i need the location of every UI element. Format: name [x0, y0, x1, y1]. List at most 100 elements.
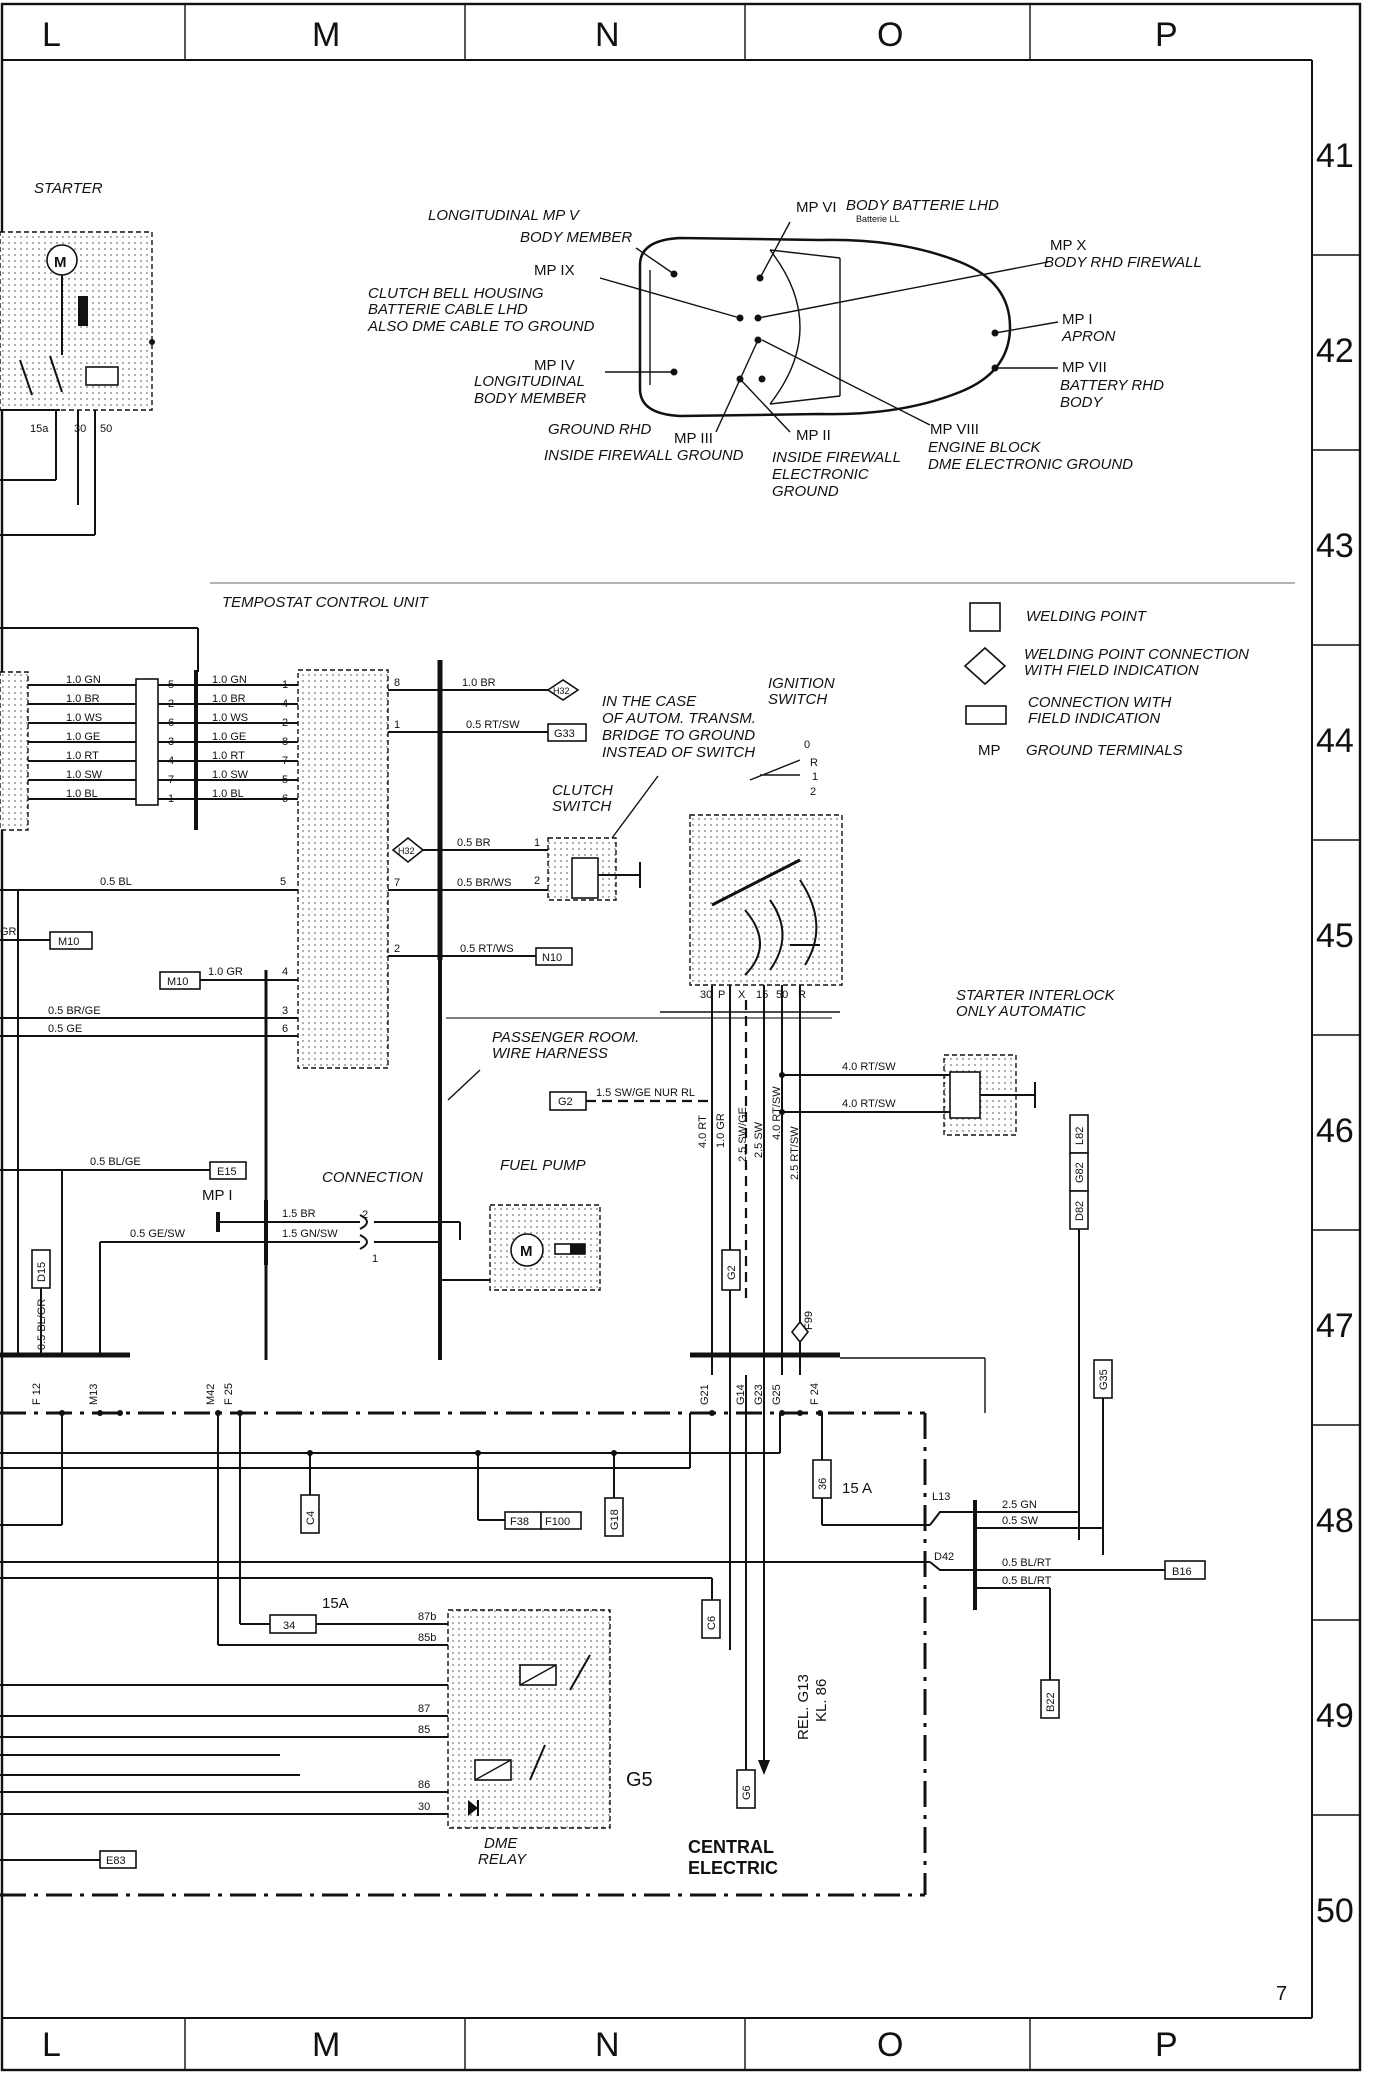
connector-b16-label: B16: [1172, 1566, 1192, 1578]
wire-blrt-b: 0.5 BL/RT: [1002, 1575, 1052, 1587]
autom-note-3: BRIDGE TO GROUND: [602, 727, 755, 744]
grid-col-n-bottom: N: [595, 2026, 620, 2064]
bundle-pin-6: 1: [168, 793, 174, 805]
tempostat-pin-3: 3: [282, 1005, 288, 1017]
wire-25gn: 2.5 GN: [1002, 1499, 1037, 1511]
legend-connection-1: CONNECTION WITH: [1028, 694, 1171, 711]
ign-pos-2: 2: [810, 786, 816, 798]
dme-relay: 87b 85b 87 85 86 30 E83 DME RELAY G5 CEN…: [0, 1609, 778, 1878]
wire-g2: 1.5 SW/GE NUR RL: [596, 1087, 695, 1099]
wire-05blgr: 0.5 BL/GR: [36, 1299, 48, 1350]
car-ground-locator: LONGITUDINAL MP V BODY MEMBER MP VI BODY…: [367, 197, 1202, 500]
bundle-left-2: 1.0 WS: [66, 712, 102, 724]
mp1-label: MP I: [1062, 311, 1093, 328]
connector-h32-a-label: H32: [553, 686, 570, 696]
ign-pos-r: R: [810, 757, 818, 769]
connector-g18-label: G18: [609, 1509, 621, 1530]
bundle-left-3: 1.0 GE: [66, 731, 100, 743]
starter-term-30: 30: [74, 423, 86, 435]
wire-05rtws: 0.5 RT/WS: [460, 943, 514, 955]
wire-05brws: 0.5 BR/WS: [457, 877, 511, 889]
ign-pos-1: 1: [812, 771, 818, 783]
wire-25rtsw: 2.5 RT/SW: [789, 1126, 801, 1180]
ign-term-r: R: [798, 989, 806, 1001]
connector-g2-v-label: G2: [726, 1265, 738, 1280]
bundle-left-5: 1.0 SW: [66, 769, 103, 781]
bundle-pin-5: 7: [168, 774, 174, 786]
wire-05blge: 0.5 BL/GE: [90, 1156, 141, 1168]
mp5-desc: BODY MEMBER: [520, 229, 632, 246]
wire-05sw: 0.5 SW: [1002, 1515, 1039, 1527]
mp6-desc: BODY BATTERIE LHD: [846, 197, 999, 214]
mp4-desc-2: BODY MEMBER: [474, 390, 586, 407]
grid-col-o: O: [877, 16, 903, 54]
central-electric-2: ELECTRIC: [688, 1858, 778, 1878]
wire-05br: 0.5 BR: [457, 837, 491, 849]
connector-g2-label: G2: [558, 1096, 573, 1108]
mp3-label: MP III: [674, 430, 713, 447]
mp10-label: MP X: [1050, 237, 1086, 254]
bundle-left-1: 1.0 BR: [66, 693, 100, 705]
ign-term-30: 30: [700, 989, 712, 1001]
wire-interlock-b: 4.0 RT/SW: [842, 1098, 896, 1110]
connector-g2-v: [721, 1249, 741, 1291]
car-outline-icon: [638, 236, 1012, 418]
wire-gr: GR: [0, 926, 17, 938]
mp7-desc-1: BATTERY RHD: [1060, 377, 1164, 394]
grid-row-44: 44: [1316, 722, 1354, 760]
bus-g21: G21: [699, 1384, 711, 1405]
mp1-desc: APRON: [1061, 328, 1116, 345]
relay-pin-30: 30: [418, 1801, 430, 1813]
legend-connection-2: FIELD INDICATION: [1028, 710, 1160, 727]
connector-d15-label: D15: [36, 1262, 48, 1282]
page-number: 7: [1276, 1983, 1287, 2005]
autom-note-1: IN THE CASE: [602, 693, 697, 710]
grid-row-50: 50: [1316, 1892, 1354, 1930]
connector-c4: [300, 1494, 320, 1534]
starter-solenoid: [85, 366, 119, 386]
relay-pin-87: 87: [418, 1703, 430, 1715]
bundle-right-3: 1.0 GE: [212, 731, 246, 743]
wire-05gesw: 0.5 GE/SW: [130, 1228, 186, 1240]
legend-welding-conn-2: WITH FIELD INDICATION: [1024, 662, 1199, 679]
rel-g13-1: REL. G13: [795, 1674, 812, 1740]
bundle-pin-1: 2: [168, 698, 174, 710]
ign-term-15: 15: [756, 989, 768, 1001]
mp10-desc: BODY RHD FIREWALL: [1044, 254, 1202, 271]
tempostat-label: TEMPOSTAT CONTROL UNIT: [222, 594, 430, 611]
ignition-switch-body: [689, 814, 843, 986]
mp9-label: MP IX: [534, 262, 575, 279]
pin-d42: D42: [934, 1551, 954, 1563]
interlock-label-1: STARTER INTERLOCK: [956, 987, 1116, 1004]
bus-m13: M13: [88, 1384, 100, 1405]
fuse-36-label: 36: [817, 1478, 829, 1490]
clutch-pin-2: 2: [534, 875, 540, 887]
svg-text:M: M: [54, 254, 67, 271]
bus-f25: F 25: [223, 1383, 235, 1405]
dme-relay-label-2: RELAY: [478, 1851, 527, 1868]
tempostat-pin-1: 1: [394, 719, 400, 731]
wire-05bl: 0.5 BL: [100, 876, 132, 888]
conn-pin-2: 2: [362, 1209, 368, 1221]
connector-b22: [1040, 1679, 1060, 1719]
mp3-desc: INSIDE FIREWALL GROUND: [544, 447, 744, 464]
wire-40rt: 4.0 RT: [697, 1115, 709, 1148]
legend-diamond-icon: [963, 646, 1007, 686]
grid-column-labels-bottom: L M N O P: [42, 2026, 1178, 2064]
wire-10gr-v: 1.0 GR: [715, 1113, 727, 1148]
wire-10gr: 1.0 GR: [208, 966, 243, 978]
bus-f24: F 24: [809, 1383, 821, 1405]
dme-relay-g5: G5: [626, 1769, 653, 1791]
mp9-desc-1: CLUTCH BELL HOUSING: [368, 285, 544, 302]
wire-brge: 0.5 BR/GE: [48, 1005, 101, 1017]
grid-row-46: 46: [1316, 1112, 1354, 1150]
connector-e83: [99, 1850, 137, 1869]
bundle-right-5: 1.0 SW: [212, 769, 249, 781]
legend-welding-point: WELDING POINT: [1026, 608, 1148, 625]
wire-25sw: 2.5 SW: [753, 1121, 765, 1158]
dme-relay-label-1: DME: [484, 1835, 518, 1852]
legend: WELDING POINT WELDING POINT CONNECTION W…: [963, 602, 1249, 759]
bundle-right-1: 1.0 BR: [212, 693, 246, 705]
wire-40rtsw: 4.0 RT/SW: [771, 1086, 783, 1140]
